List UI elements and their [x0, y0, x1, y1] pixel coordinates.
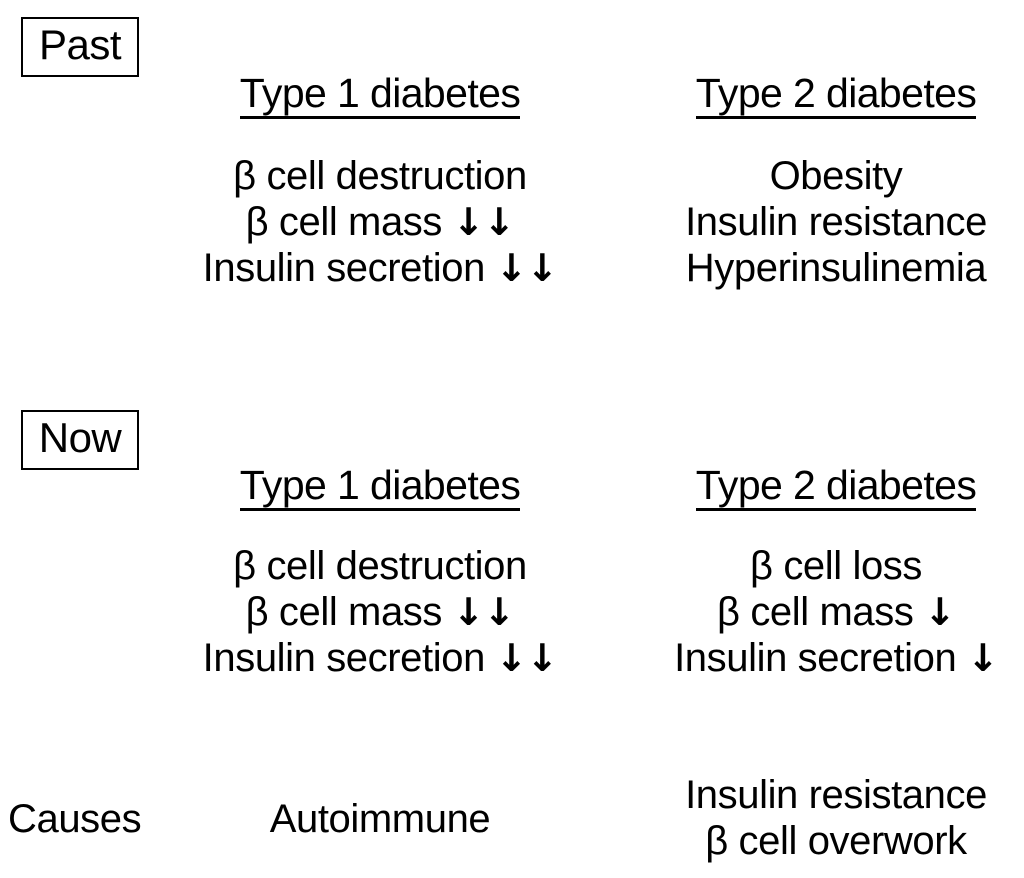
causes-type2-line-2: β cell overwork: [705, 819, 967, 863]
now-type1-line-1-text: β cell destruction: [233, 544, 527, 589]
era-label-now-text: Now: [38, 414, 122, 461]
now-type1-heading: Type 1 diabetes: [239, 463, 521, 512]
past-type2-line-3: Hyperinsulinemia: [650, 245, 1022, 291]
causes-type2-cell: Insulin resistance β cell overwork: [650, 772, 1022, 864]
past-type2-line-1: Obesity: [650, 153, 1022, 199]
past-type2-line-2: Insulin resistance: [650, 199, 1022, 245]
now-type2-line-3-text: Insulin secretion: [674, 636, 968, 681]
era-label-past: Past: [21, 17, 139, 77]
now-type2-line-1: β cell loss: [650, 543, 1022, 589]
now-type2-line-3: Insulin secretion ↓: [650, 635, 1022, 681]
down-arrow-icon: ↓↓: [495, 636, 559, 681]
now-type1-line-3-text: Insulin secretion: [202, 636, 496, 681]
now-type1-line-1: β cell destruction: [180, 543, 580, 589]
past-type1-column: Type 1 diabetes β cell destruction β cel…: [180, 71, 580, 291]
past-type2-line-2-text: Insulin resistance: [685, 200, 987, 245]
past-type1-line-3: Insulin secretion ↓↓: [180, 245, 580, 291]
down-arrow-icon: ↓: [924, 590, 956, 635]
causes-type2-line-1: Insulin resistance: [685, 773, 987, 817]
past-type1-line-3-text: Insulin secretion: [202, 246, 496, 291]
now-type1-column: Type 1 diabetes β cell destruction β cel…: [180, 463, 580, 681]
past-type2-body: Obesity Insulin resistance Hyperinsuline…: [650, 153, 1022, 291]
now-type2-line-2: β cell mass ↓: [650, 589, 1022, 635]
now-type1-body: β cell destruction β cell mass ↓↓ Insuli…: [180, 543, 580, 681]
down-arrow-icon: ↓↓: [452, 200, 516, 245]
now-type2-column: Type 2 diabetes β cell loss β cell mass …: [650, 463, 1022, 681]
now-type2-heading: Type 2 diabetes: [695, 463, 977, 512]
era-label-now: Now: [21, 410, 139, 470]
causes-row-label: Causes: [8, 797, 142, 841]
down-arrow-icon: ↓: [967, 636, 999, 681]
now-type2-line-2-text: β cell mass: [717, 590, 925, 635]
past-type1-line-1: β cell destruction: [180, 153, 580, 199]
past-type2-line-1-text: Obesity: [769, 154, 903, 199]
past-type2-heading: Type 2 diabetes: [695, 71, 977, 120]
down-arrow-icon: ↓↓: [495, 246, 559, 291]
past-type2-column: Type 2 diabetes Obesity Insulin resistan…: [650, 71, 1022, 291]
down-arrow-icon: ↓↓: [452, 590, 516, 635]
past-type1-line-2: β cell mass ↓↓: [180, 199, 580, 245]
causes-type1-cell: Autoimmune: [180, 796, 580, 842]
era-label-past-text: Past: [38, 21, 122, 68]
past-type1-heading: Type 1 diabetes: [239, 71, 521, 120]
past-type1-line-1-text: β cell destruction: [233, 154, 527, 199]
past-type1-body: β cell destruction β cell mass ↓↓ Insuli…: [180, 153, 580, 291]
past-type1-line-2-text: β cell mass: [245, 200, 453, 245]
now-type2-line-1-text: β cell loss: [750, 544, 922, 589]
now-type1-line-2: β cell mass ↓↓: [180, 589, 580, 635]
now-type1-line-2-text: β cell mass: [245, 590, 453, 635]
now-type2-body: β cell loss β cell mass ↓ Insulin secret…: [650, 543, 1022, 681]
causes-type1-line-1: Autoimmune: [269, 797, 491, 841]
past-type2-line-3-text: Hyperinsulinemia: [685, 246, 987, 291]
now-type1-line-3: Insulin secretion ↓↓: [180, 635, 580, 681]
